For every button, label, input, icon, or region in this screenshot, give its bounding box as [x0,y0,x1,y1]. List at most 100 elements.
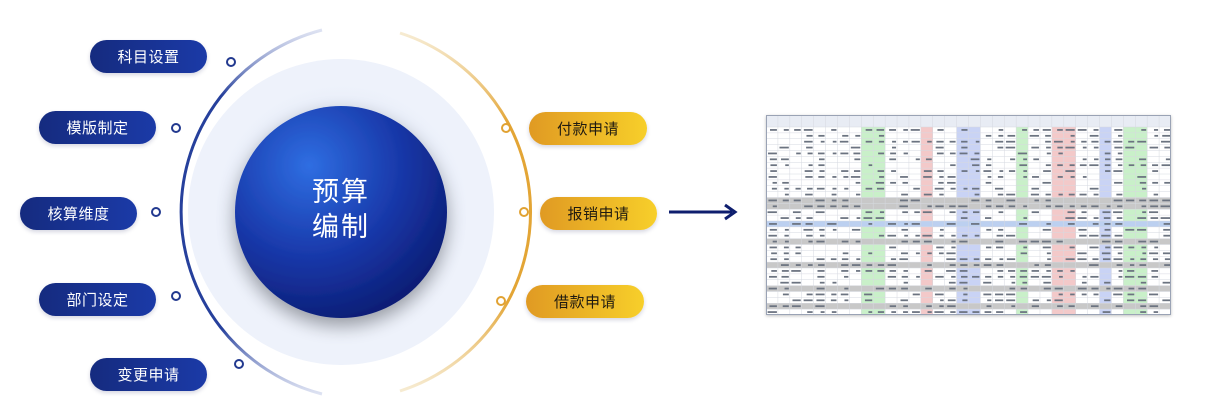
sheet-cell-mark [902,140,908,143]
sheet-cell-mark [1140,281,1147,284]
sheet-cell-mark [1046,223,1051,225]
node-dot-left-5 [234,359,244,369]
sheet-cell-mark [1079,164,1087,167]
sheet-cell-mark [818,164,825,167]
sheet-cell-mark [839,140,849,143]
pill-reimbursement-request[interactable]: 报销申请 [540,197,657,230]
center-title-line1: 预算 [312,177,370,208]
sheet-cell-mark [1091,140,1099,143]
pill-department-setup[interactable]: 部门设定 [39,283,156,316]
sheet-cell-mark [970,158,980,161]
sheet-cell-mark [1007,134,1016,137]
sheet-cell-mark [1093,146,1099,149]
sheet-cell-mark [1008,170,1016,172]
sheet-cell-mark [1113,199,1123,202]
sheet-cell-mark [793,199,801,202]
sheet-cell-mark [856,217,861,219]
sheet-cell-mark [1078,228,1087,231]
sheet-cell-mark [1046,270,1051,272]
sheet-cell-mark [995,205,1004,208]
pill-template[interactable]: 模版制定 [39,111,156,144]
sheet-cell-mark [878,134,885,137]
sheet-cell-mark [782,305,789,308]
pill-loan-request[interactable]: 借款申请 [526,285,644,318]
sheet-cell-mark [996,246,1004,249]
pill-change-request[interactable]: 变更申请 [90,358,207,391]
sheet-cell-mark [877,270,885,272]
sheet-cell-mark [1137,228,1147,231]
sheet-cell-mark [865,140,873,143]
sheet-cell-mark [1045,193,1051,196]
sheet-cell-mark [831,193,837,196]
node-dot-right-3 [496,296,506,306]
sheet-cell-mark [1058,293,1063,296]
sheet-cell-mark [1105,170,1111,172]
sheet-cell-mark [1069,164,1075,167]
sheet-cell-mark [807,187,813,190]
sheet-cell-mark [936,152,944,155]
pill-subject-setup[interactable]: 科目设置 [90,40,207,73]
sheet-cell-mark [1151,270,1159,272]
sheet-cell-mark [876,187,885,190]
sheet-cell-mark [1092,223,1099,225]
node-dot-left-1 [226,57,236,67]
sheet-cell-mark [999,170,1004,172]
sheet-cell-mark [1103,217,1111,219]
sheet-cell-mark [1081,211,1087,214]
sheet-cell-mark [939,305,944,308]
sheet-cell-mark [1104,164,1111,167]
sheet-cell-mark [984,311,992,313]
sheet-cell-mark [1082,176,1087,178]
sheet-cell-mark [938,181,944,184]
sheet-cell-mark [816,299,825,302]
sheet-cell-mark [1090,275,1099,278]
sheet-cell-mark [805,223,813,225]
sheet-cell-mark [950,311,956,313]
sheet-cell-mark [1150,217,1159,219]
sheet-cell-mark [1019,275,1028,278]
sheet-cell-mark [900,176,908,178]
sheet-cell-mark [784,234,789,237]
pill-accounting-dimension[interactable]: 核算维度 [20,197,137,230]
sheet-cell-mark [1006,299,1016,302]
sheet-cell-mark [1065,129,1075,131]
sheet-cell-mark [1020,270,1028,272]
sheet-cell-mark [961,146,968,149]
sheet-cell-mark [1077,217,1087,219]
sheet-cell-mark [1009,287,1016,290]
sheet-cell-mark [865,211,873,214]
sheet-cell-mark [891,170,897,172]
sheet-cell-mark [1057,146,1063,149]
sheet-cell-mark [1113,170,1123,172]
sheet-cell-mark [1080,205,1087,208]
sheet-cell-mark [877,170,885,172]
node-dot-left-4 [171,291,181,301]
node-dot-left-3 [151,207,161,217]
sheet-cell-mark [1118,270,1123,272]
sheet-cell-mark [820,140,825,143]
sheet-cell-mark [1019,223,1028,225]
sheet-cell-mark [927,140,932,143]
sheet-cell-mark [1164,146,1170,149]
sheet-cell-mark [816,187,825,190]
sheet-cell-mark [806,134,813,137]
sheet-cell-mark [1070,270,1075,272]
sheet-cell-mark [1010,275,1016,278]
sheet-cell-mark [1104,299,1111,302]
sheet-cell-mark [1162,199,1170,202]
sheet-cell-mark [1117,152,1123,155]
sheet-cell-mark [887,223,897,225]
sheet-cell-mark [959,240,968,243]
sheet-cell-mark [903,305,908,308]
sheet-cell-mark [923,170,932,172]
sheet-cell-mark [1163,228,1170,231]
sheet-cell-mark [997,275,1004,278]
sheet-cell-mark [939,176,944,178]
sheet-cell-mark [878,140,885,143]
sheet-cell-mark [961,275,968,278]
sheet-cell-mark [1006,140,1016,143]
sheet-cell-mark [832,152,837,155]
sheet-cell-mark [855,134,861,137]
pill-payment-request[interactable]: 付款申请 [529,112,647,145]
